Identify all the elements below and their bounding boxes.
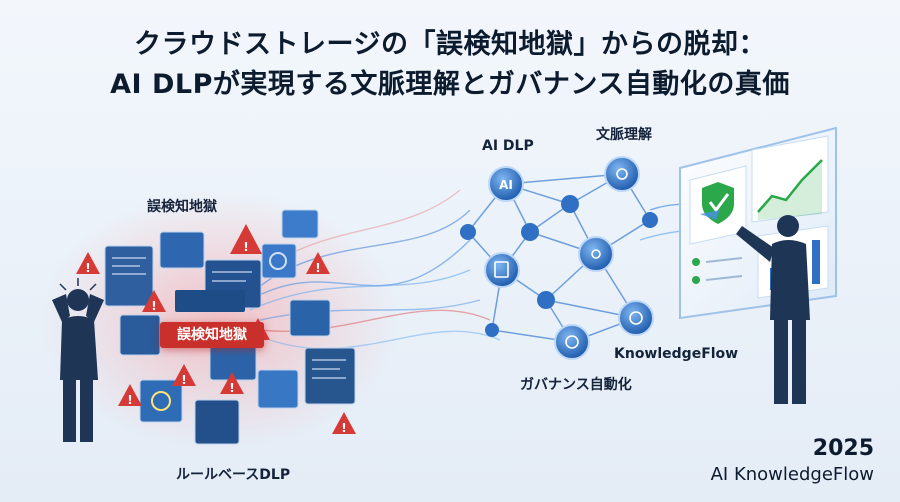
label-context-understanding: 文脈理解 <box>596 127 652 143</box>
stressed-person-figure <box>52 289 104 442</box>
label-governance-automation: ガバナンス自動化 <box>520 377 632 393</box>
title-line-2: AI DLPが実現する文脈理解とガバナンス自動化の真価 <box>110 69 790 100</box>
dashboard-screen <box>679 126 837 320</box>
context-node-icon <box>616 168 628 180</box>
label-knowledgeflow: KnowledgeFlow <box>614 346 739 362</box>
label-ai-dlp: AI DLP <box>482 138 534 154</box>
atom-node-icon <box>629 311 643 325</box>
svg-text:!: ! <box>341 421 346 435</box>
year-label: 2025 <box>812 436 874 461</box>
gear-node-icon <box>565 335 579 349</box>
title-line-1: クラウドストレージの「誤検知地獄」からの脱却： <box>134 29 766 60</box>
share-node-icon <box>591 249 601 259</box>
ai-node-icon: AI <box>499 178 513 192</box>
confident-person-figure <box>736 215 810 404</box>
svg-text:!: ! <box>181 373 186 387</box>
svg-text:!: ! <box>85 261 90 275</box>
rule-based-panels <box>104 209 356 445</box>
network-nodes <box>460 156 658 360</box>
svg-text:!: ! <box>243 240 248 254</box>
brand-label: AI KnowledgeFlow <box>710 464 874 485</box>
svg-text:!: ! <box>151 299 156 313</box>
label-false-positive-hell: 誤検知地獄 <box>147 199 217 215</box>
document-node-icon <box>494 261 509 278</box>
svg-text:!: ! <box>315 261 320 275</box>
label-rule-based-dlp: ルールベースDLP <box>176 467 291 483</box>
svg-text:!: ! <box>127 393 132 407</box>
false-positive-hell-tag: 誤検知地獄 <box>160 322 264 348</box>
alert-triangles <box>76 224 356 434</box>
svg-text:!: ! <box>229 381 234 395</box>
